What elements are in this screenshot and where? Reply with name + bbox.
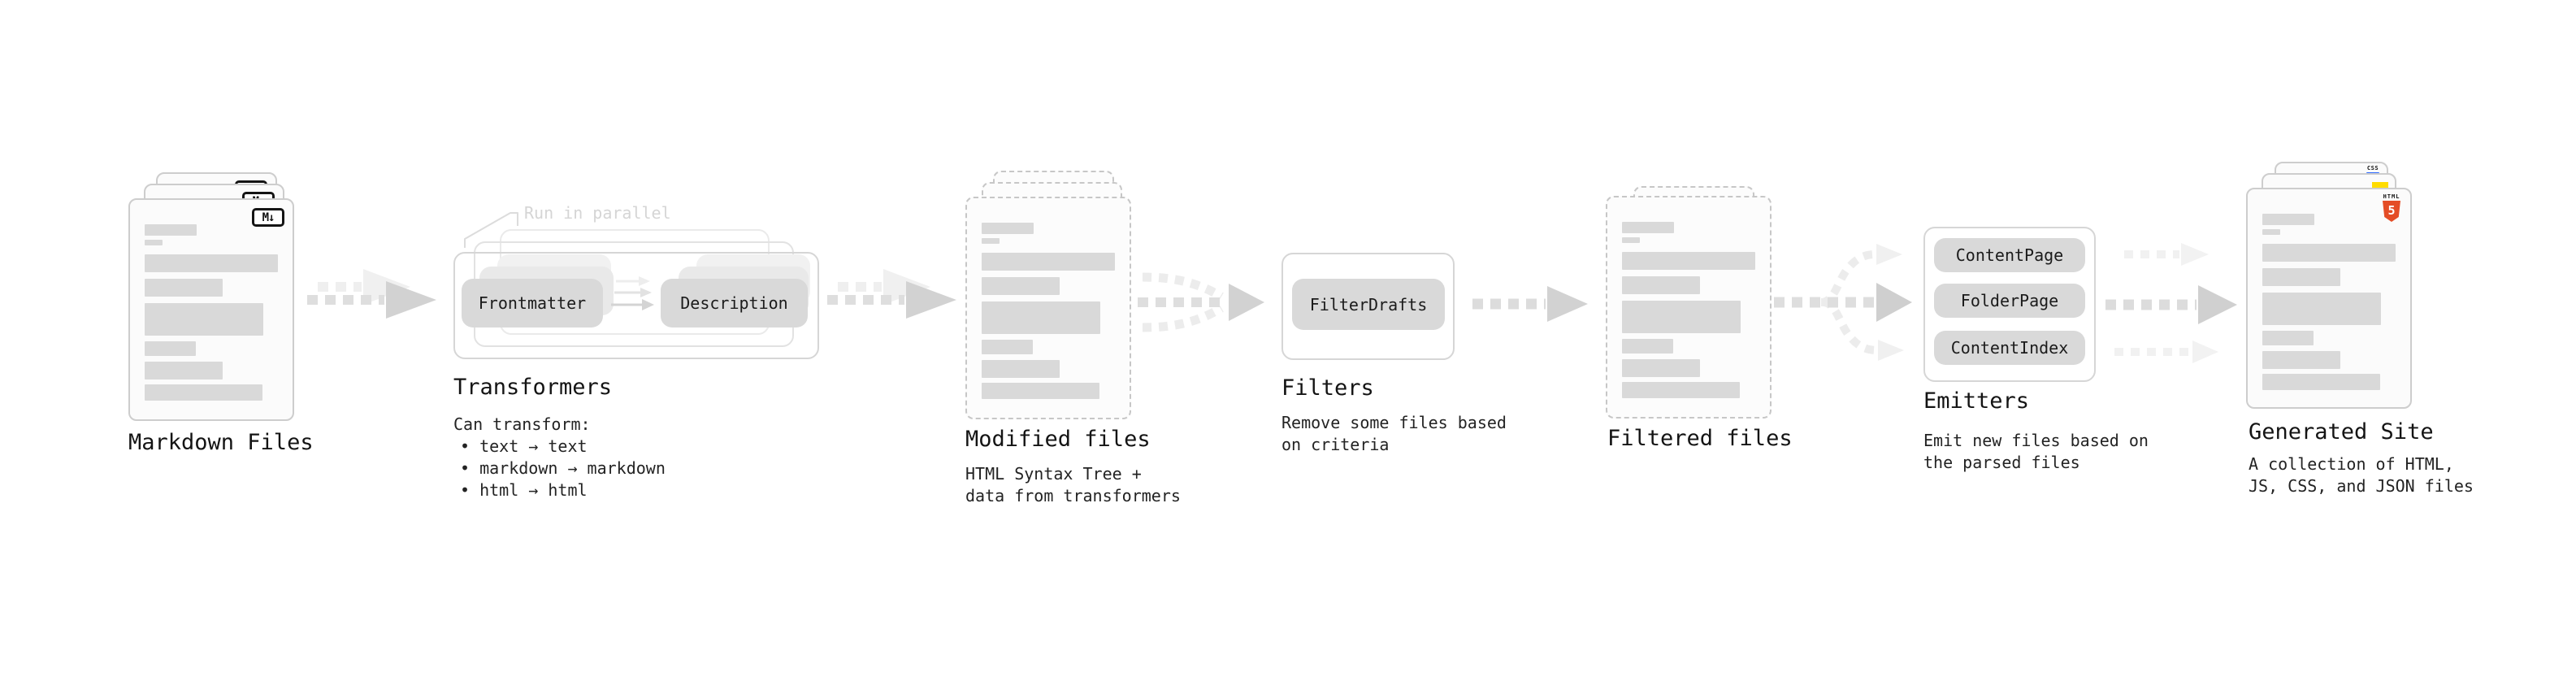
placeholder-line xyxy=(145,384,262,401)
bullet-item: text → text xyxy=(453,436,666,458)
placeholder-line xyxy=(2262,374,2380,390)
placeholder-line xyxy=(1622,237,1640,243)
placeholder-line xyxy=(145,240,163,245)
contentpage-emitter-chip: ContentPage xyxy=(1934,238,2085,272)
placeholder-line xyxy=(145,279,223,297)
parallel-flow-arrows-icon xyxy=(611,276,654,310)
placeholder-line xyxy=(2262,268,2340,286)
placeholder-line xyxy=(982,301,1100,334)
transformer-row-front xyxy=(453,252,819,359)
modified-files-title: Modified files xyxy=(965,427,1151,452)
arrow-emitter-bottom-icon xyxy=(2114,340,2218,363)
placeholder-line xyxy=(1622,382,1740,398)
placeholder-line xyxy=(2262,293,2381,325)
arrow-markdown-to-transformers-icon xyxy=(307,269,436,319)
bullet-item: html → html xyxy=(453,479,666,501)
filtered-file-card-front xyxy=(1606,196,1772,419)
filterdrafts-chip: FilterDrafts xyxy=(1292,279,1445,330)
transformers-bullet-list: text → text markdown → markdown html → h… xyxy=(453,436,666,501)
emitters-title: Emitters xyxy=(1923,388,2030,414)
placeholder-line xyxy=(1622,222,1674,233)
frontmatter-transformer-chip: Frontmatter xyxy=(462,279,603,327)
js-file-icon xyxy=(2372,182,2388,189)
placeholder-line xyxy=(2262,244,2396,262)
emitters-caption: Emit new files based on the parsed files xyxy=(1923,431,2149,472)
placeholder-line xyxy=(145,362,223,380)
markdown-icon: M↓ xyxy=(252,208,284,227)
placeholder-text-lines xyxy=(145,224,283,401)
run-in-parallel-note: Run in parallel xyxy=(524,203,671,223)
placeholder-text-lines xyxy=(982,223,1120,399)
placeholder-line xyxy=(982,383,1099,399)
html5-word: HTML xyxy=(2383,193,2400,200)
css-label: CSS xyxy=(2366,165,2379,171)
generated-site-title: Generated Site xyxy=(2249,419,2434,445)
placeholder-line xyxy=(145,254,278,272)
placeholder-text-lines xyxy=(1622,222,1760,398)
filters-box xyxy=(1281,253,1455,360)
arrow-transformers-to-modified-icon xyxy=(827,269,956,319)
placeholder-line xyxy=(1622,252,1755,270)
placeholder-line xyxy=(2262,331,2314,345)
placeholder-line xyxy=(2262,214,2314,225)
arrow-emitter-middle-icon xyxy=(2105,285,2237,324)
arrow-merge-to-filters-icon xyxy=(1138,272,1264,332)
placeholder-line xyxy=(145,341,196,356)
placeholder-line xyxy=(982,340,1033,354)
placeholder-line xyxy=(2262,351,2340,369)
folderpage-emitter-chip: FolderPage xyxy=(1934,284,2085,318)
arrow-emitter-top-icon xyxy=(2124,243,2209,266)
placeholder-line xyxy=(1622,339,1673,354)
arrow-fanout-to-emitters-icon xyxy=(1774,244,1912,361)
placeholder-line xyxy=(982,277,1060,295)
transformers-title: Transformers xyxy=(453,375,613,400)
placeholder-line xyxy=(1622,359,1700,377)
modified-file-card-front xyxy=(965,197,1131,419)
html5-logo-icon: HTML 5 xyxy=(2382,193,2401,222)
placeholder-line xyxy=(1622,276,1700,294)
filters-caption: Remove some files based on criteria xyxy=(1281,413,1507,454)
placeholder-line xyxy=(145,224,197,236)
placeholder-text-lines xyxy=(2262,214,2400,390)
contentindex-emitter-chip: ContentIndex xyxy=(1934,331,2085,365)
generated-html-file-card: HTML 5 xyxy=(2246,188,2412,409)
placeholder-line xyxy=(145,303,263,336)
emitters-box xyxy=(1923,227,2096,382)
placeholder-line xyxy=(982,360,1060,378)
description-transformer-chip: Description xyxy=(661,279,808,327)
modified-files-caption: HTML Syntax Tree + data from transformer… xyxy=(965,464,1181,505)
filters-title: Filters xyxy=(1281,375,1374,401)
placeholder-line xyxy=(982,223,1034,234)
bullet-item: markdown → markdown xyxy=(453,458,666,479)
html5-shield: 5 xyxy=(2383,201,2400,222)
placeholder-line xyxy=(1622,301,1741,333)
transformers-caption-heading: Can transform: xyxy=(453,414,591,434)
placeholder-line xyxy=(982,253,1115,271)
arrow-filters-to-filtered-icon xyxy=(1472,286,1588,322)
placeholder-line xyxy=(2262,229,2280,235)
parallel-note-leader-line xyxy=(464,212,518,248)
markdown-file-card-front: M↓ xyxy=(128,198,294,421)
placeholder-line xyxy=(982,238,1000,244)
markdown-files-title: Markdown Files xyxy=(128,430,314,455)
generated-site-caption: A collection of HTML, JS, CSS, and JSON … xyxy=(2249,454,2474,496)
filtered-files-title: Filtered files xyxy=(1607,426,1793,451)
